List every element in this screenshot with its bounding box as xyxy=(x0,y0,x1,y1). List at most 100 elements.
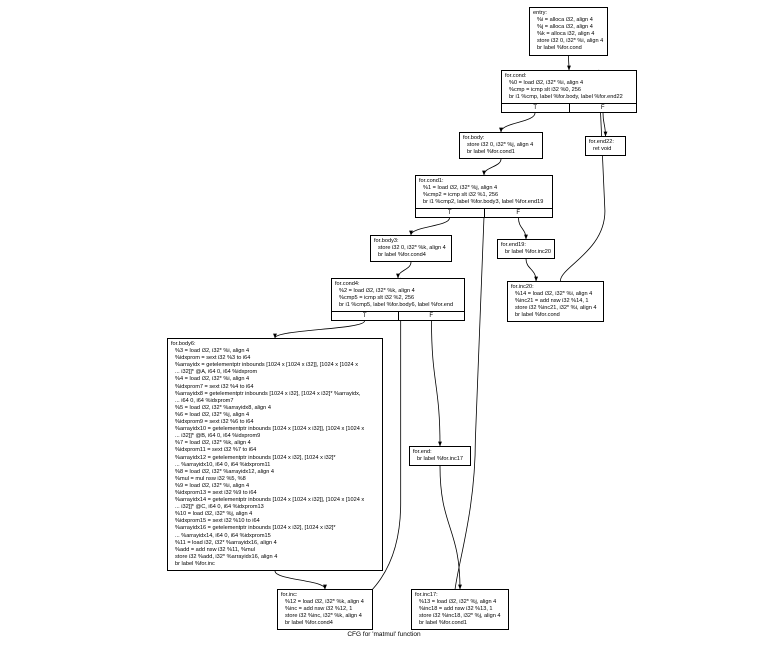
edge-for-cond1-to-for-body3 xyxy=(409,217,450,236)
node-instruction: br label %for.cond4 xyxy=(285,620,333,627)
edge-for-body-to-for-cond1 xyxy=(482,158,502,176)
branch-port-false: F xyxy=(397,312,465,321)
node-instruction: br i1 %cmp5, label %for.body6, label %fo… xyxy=(339,302,454,309)
node-instruction: ... %arrayidx14, i64 0, i64 %idxprom15 xyxy=(175,532,271,539)
node-label: for.cond1: xyxy=(419,178,444,184)
node-instruction: %idxprom7 = sext i32 %4 to i64 xyxy=(175,383,254,390)
branch-port-true: T xyxy=(362,313,367,320)
node-body: entry:%i = alloca i32, align 4%j = alloc… xyxy=(530,8,607,55)
node-body: for.cond1:%1 = load i32, i32* %j, align … xyxy=(416,176,552,208)
node-instruction: ... i32]]* @A, i64 0, i64 %idxprom xyxy=(175,369,258,376)
node-entry: entry:%i = alloca i32, align 4%j = alloc… xyxy=(529,7,608,56)
node-instruction: %5 = load i32, i32* %arrayidx8, align 4 xyxy=(175,404,271,411)
node-for-cond1: for.cond1:%1 = load i32, i32* %j, align … xyxy=(415,175,553,219)
node-for-body6: for.body6:%3 = load i32, i32* %i, align … xyxy=(167,338,383,571)
node-instruction: br label %for.inc xyxy=(175,560,215,567)
node-instruction: br label %for.cond xyxy=(515,312,560,319)
node-body: for.inc20:%14 = load i32, i32* %i, align… xyxy=(508,282,603,321)
node-instruction: %idxprom15 = sext i32 %10 to i64 xyxy=(175,518,260,525)
node-label: for.end: xyxy=(413,449,432,455)
node-instruction: %i = alloca i32, align 4 xyxy=(537,17,593,24)
edge-for-cond4-to-for-end xyxy=(431,320,442,447)
node-instruction: store i32 %inc, i32* %k, align 4 xyxy=(285,613,362,620)
node-instruction: %arrayidx12 = getelementptr inbounds [10… xyxy=(175,454,336,461)
node-body: for.cond:%0 = load i32, i32* %i, align 4… xyxy=(502,71,636,103)
node-instruction: %8 = load i32, i32* %arrayidx12, align 4 xyxy=(175,468,275,475)
node-for-cond4: for.cond4:%2 = load i32, i32* %k, align … xyxy=(331,278,465,322)
node-label: for.inc: xyxy=(281,592,298,598)
node-instruction: ... %arrayidx10, i64 0, i64 %idxprom11 xyxy=(175,461,271,468)
node-instruction: %14 = load i32, i32* %i, align 4 xyxy=(515,291,593,298)
node-instruction: %cmp = icmp slt i32 %0, 256 xyxy=(509,87,581,94)
node-label: for.cond4: xyxy=(335,281,360,287)
node-instruction: %9 = load i32, i32* %i, align 4 xyxy=(175,482,250,489)
branch-port-true: T xyxy=(533,105,538,112)
node-instruction: br label %for.cond xyxy=(537,45,582,52)
edge-for-cond-to-for-body xyxy=(499,112,536,133)
node-label: for.end19: xyxy=(501,242,526,248)
node-instruction: %12 = load i32, i32* %k, align 4 xyxy=(285,599,364,606)
node-label: for.body6: xyxy=(171,341,196,347)
node-instruction: %arrayidx16 = getelementptr inbounds [10… xyxy=(175,525,336,532)
edge-for-end-to-for-inc17 xyxy=(439,465,462,590)
node-instruction: %inc = add nsw i32 %12, 1 xyxy=(285,606,353,613)
edge-for-cond1-to-for-end19 xyxy=(518,217,528,240)
node-instruction: ret void xyxy=(593,146,612,153)
node-for-end: for.end:br label %for.inc17 xyxy=(409,446,471,467)
node-for-inc17: for.inc17:%13 = load i32, i32* %j, align… xyxy=(411,589,509,631)
edge-for-cond-to-for-end22 xyxy=(602,112,608,137)
node-instruction: %4 = load i32, i32* %i, align 4 xyxy=(175,376,250,383)
cfg-caption: CFG for 'matmul' function xyxy=(347,631,421,638)
node-label: for.end22: xyxy=(589,139,614,145)
node-instruction: %arrayidx8 = getelementptr inbounds [102… xyxy=(175,390,361,397)
node-instruction: %arrayidx14 = getelementptr inbounds [10… xyxy=(175,497,365,504)
node-instruction: store i32 %add, i32* %arrayidx16, align … xyxy=(175,553,278,560)
node-body: for.inc17:%13 = load i32, i32* %j, align… xyxy=(412,590,508,629)
branch-port-false: F xyxy=(568,104,637,113)
node-instruction: store i32 0, i32* %i, align 4 xyxy=(537,38,604,45)
node-instruction: %7 = load i32, i32* %k, align 4 xyxy=(175,440,251,447)
node-instruction: %cmp2 = icmp slt i32 %1, 256 xyxy=(423,192,499,199)
edge-for-end19-to-for-inc20 xyxy=(525,258,539,282)
node-instruction: ... i64 0, i64 %idxprom7 xyxy=(175,397,234,404)
node-instruction: ... i32]]* @C, i64 0, i64 %idxprom13 xyxy=(175,504,264,511)
branch-port-true: T xyxy=(447,210,452,217)
node-instruction: %k = alloca i32, align 4 xyxy=(537,31,595,38)
node-for-end19: for.end19:br label %for.inc20 xyxy=(497,239,555,260)
node-body: for.end22:ret void xyxy=(586,137,625,155)
node-for-cond: for.cond:%0 = load i32, i32* %i, align 4… xyxy=(501,70,637,114)
node-label: entry: xyxy=(533,10,547,16)
node-for-end22: for.end22:ret void xyxy=(585,136,626,157)
node-instruction: %add = add nsw i32 %11, %mul xyxy=(175,546,255,553)
node-body: for.inc:%12 = load i32, i32* %k, align 4… xyxy=(278,590,372,629)
node-instruction: br label %for.inc20 xyxy=(505,249,552,256)
node-instruction: %13 = load i32, i32* %j, align 4 xyxy=(419,599,497,606)
node-label: for.inc20: xyxy=(511,284,534,290)
node-instruction: %3 = load i32, i32* %i, align 4 xyxy=(175,348,250,355)
node-instruction: %6 = load i32, i32* %j, align 4 xyxy=(175,411,250,418)
node-instruction: %j = alloca i32, align 4 xyxy=(537,24,593,31)
node-instruction: br label %for.inc17 xyxy=(417,456,464,463)
node-instruction: %idxprom = sext i32 %3 to i64 xyxy=(175,355,251,362)
node-instruction: %inc18 = add nsw i32 %13, 1 xyxy=(419,606,493,613)
edge-for-body3-to-for-cond4 xyxy=(396,261,412,279)
node-body: for.end:br label %for.inc17 xyxy=(410,447,470,465)
node-instruction: %idxprom11 = sext i32 %7 to i64 xyxy=(175,447,257,454)
edge-entry-to-for-cond xyxy=(567,55,571,71)
node-body: for.end19:br label %for.inc20 xyxy=(498,240,554,258)
node-instruction: store i32 0, i32* %k, align 4 xyxy=(378,245,446,252)
node-instruction: %idxprom9 = sext i32 %6 to i64 xyxy=(175,419,254,426)
node-instruction: %arrayidx = getelementptr inbounds [1024… xyxy=(175,362,359,369)
node-instruction: br label %for.cond4 xyxy=(378,252,426,259)
node-label: for.cond: xyxy=(505,73,527,79)
node-instruction: store i32 %inc18, i32* %j, align 4 xyxy=(419,613,501,620)
branch-port-false: F xyxy=(483,209,553,218)
node-instruction: %cmp5 = icmp slt i32 %2, 256 xyxy=(339,295,415,302)
